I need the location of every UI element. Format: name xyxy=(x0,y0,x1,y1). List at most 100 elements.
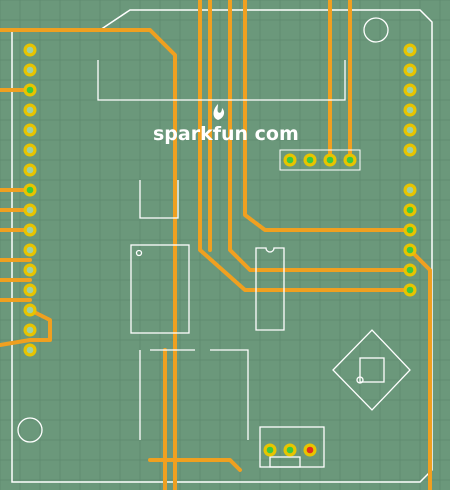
mount-hole-bottom-left xyxy=(17,417,43,443)
pad-hole xyxy=(26,186,34,194)
power-connector-tab xyxy=(269,456,301,468)
pad-hole xyxy=(326,156,334,164)
pad-hole xyxy=(406,286,414,294)
pad[interactable] xyxy=(403,203,417,217)
pad-hole xyxy=(26,326,34,334)
pads xyxy=(23,43,417,457)
pad[interactable] xyxy=(23,143,37,157)
pad[interactable] xyxy=(403,63,417,77)
pad-hole xyxy=(26,266,34,274)
diamond-component xyxy=(332,329,411,411)
mount-hole-top-right xyxy=(363,17,389,43)
pad[interactable] xyxy=(403,103,417,117)
pad[interactable] xyxy=(403,123,417,137)
pad[interactable] xyxy=(403,143,417,157)
trace-bottom-h xyxy=(148,458,242,472)
pad[interactable] xyxy=(23,303,37,317)
pad-hole xyxy=(406,246,414,254)
pad[interactable] xyxy=(403,223,417,237)
pad-hole xyxy=(406,106,414,114)
pad[interactable] xyxy=(23,163,37,177)
chip-ic1 xyxy=(130,244,190,334)
pad[interactable] xyxy=(283,443,297,457)
usb-connector-outline xyxy=(97,60,346,101)
pad[interactable] xyxy=(323,153,337,167)
pad[interactable] xyxy=(23,243,37,257)
pad[interactable] xyxy=(23,63,37,77)
pad-hole xyxy=(286,156,294,164)
pad-hole xyxy=(26,206,34,214)
trace-right-down xyxy=(408,248,432,490)
trace-v1 xyxy=(198,0,412,292)
pad[interactable] xyxy=(23,263,37,277)
chip-ic1-pin1 xyxy=(135,249,143,257)
pad[interactable] xyxy=(283,153,297,167)
pad-hole xyxy=(286,446,294,454)
trace-left-7 xyxy=(0,308,52,347)
pad[interactable] xyxy=(343,153,357,167)
pad[interactable] xyxy=(23,83,37,97)
pad-hole xyxy=(406,206,414,214)
pad[interactable] xyxy=(403,83,417,97)
pad[interactable] xyxy=(403,263,417,277)
reset-button-outline xyxy=(139,180,179,219)
pad[interactable] xyxy=(403,183,417,197)
pad[interactable] xyxy=(23,223,37,237)
pad-hole xyxy=(26,346,34,354)
pad[interactable] xyxy=(303,153,317,167)
crystal-outline xyxy=(139,349,249,440)
pad-hole xyxy=(26,286,34,294)
pad[interactable] xyxy=(23,123,37,137)
pad-hole xyxy=(26,146,34,154)
pad-hole xyxy=(266,446,274,454)
diamond-pin1 xyxy=(356,376,364,384)
logo-text: sparkfun com xyxy=(153,123,299,145)
pad-hole xyxy=(346,156,354,164)
pad-hole xyxy=(406,46,414,54)
pad[interactable] xyxy=(23,43,37,57)
pad-hole xyxy=(26,106,34,114)
pad-hole xyxy=(26,66,34,74)
pad[interactable] xyxy=(403,43,417,57)
chip-ic2 xyxy=(255,247,285,331)
pad-hole xyxy=(306,446,314,454)
pad-hole xyxy=(406,66,414,74)
pad-hole xyxy=(26,126,34,134)
pad[interactable] xyxy=(23,343,37,357)
pad-hole xyxy=(406,146,414,154)
pad[interactable] xyxy=(263,443,277,457)
pad-hole xyxy=(406,226,414,234)
board-outline xyxy=(11,9,433,483)
pad-hole xyxy=(26,246,34,254)
pad-hole xyxy=(306,156,314,164)
pad-hole xyxy=(406,126,414,134)
pad-hole xyxy=(26,306,34,314)
diamond-inner xyxy=(359,357,385,383)
pad[interactable] xyxy=(23,203,37,217)
icsp-header-outline xyxy=(279,149,361,171)
pad[interactable] xyxy=(23,323,37,337)
pad[interactable] xyxy=(23,183,37,197)
pad[interactable] xyxy=(23,283,37,297)
pad-hole xyxy=(26,166,34,174)
pad-hole xyxy=(26,46,34,54)
sparkfun-logo: sparkfun com xyxy=(153,104,299,145)
pad[interactable] xyxy=(403,283,417,297)
copper-traces xyxy=(0,0,432,490)
pad[interactable] xyxy=(403,243,417,257)
pad[interactable] xyxy=(23,103,37,117)
pad[interactable] xyxy=(303,443,317,457)
pad-hole xyxy=(26,226,34,234)
trace-v4 xyxy=(243,0,412,232)
trace-v3 xyxy=(228,0,412,272)
pad-hole xyxy=(406,86,414,94)
flame-icon xyxy=(213,104,225,120)
pad-hole xyxy=(406,266,414,274)
pad-hole xyxy=(406,186,414,194)
silkscreen xyxy=(17,17,411,468)
pad-hole xyxy=(26,86,34,94)
trace-top-left xyxy=(0,28,177,490)
